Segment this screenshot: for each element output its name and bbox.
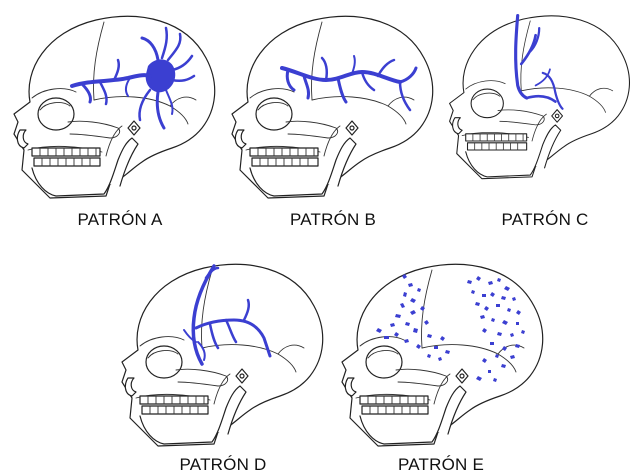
skull-diagram-a [10,10,222,206]
caption-patron-b: PATRÓN B [278,210,388,230]
skull-diagram-c [446,10,636,186]
panel-patron-b [228,10,440,206]
panel-patron-c [446,10,636,206]
caption-patron-e: PATRÓN E [386,455,496,475]
caption-patron-c: PATRÓN C [490,210,600,230]
caption-patron-d: PATRÓN D [168,455,278,475]
panel-patron-e [338,258,550,454]
skull-diagram-d [118,258,330,454]
panel-patron-d [118,258,330,454]
caption-patron-a: PATRÓN A [70,210,170,230]
panel-patron-a [10,10,222,206]
skull-diagram-b [228,10,440,206]
skull-diagram-e [338,258,550,454]
